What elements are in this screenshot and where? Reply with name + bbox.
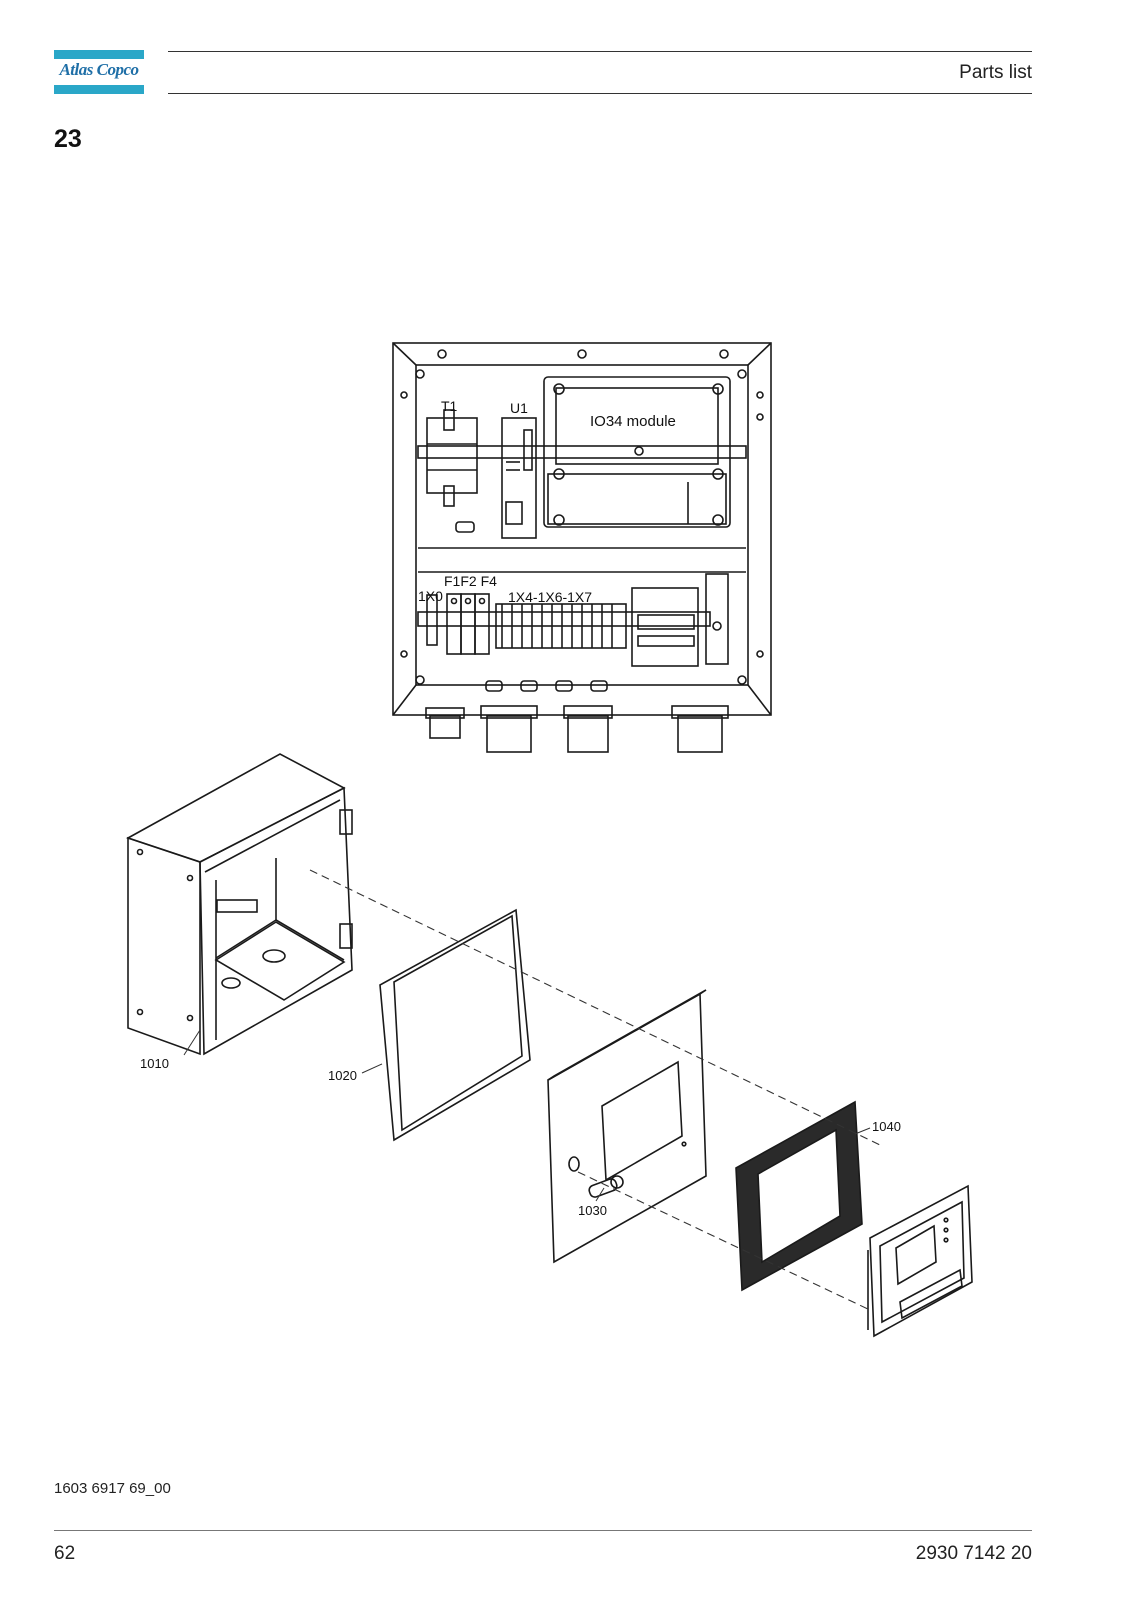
callout-1040: 1040 (872, 1119, 901, 1134)
adhesive-gasket-1040 (735, 1100, 863, 1292)
drawing-code: 1603 6917 69_00 (54, 1480, 171, 1497)
door-1030 (547, 989, 707, 1264)
logo-bar-top (54, 50, 144, 59)
control-panel-view (392, 342, 772, 753)
page-number: 62 (54, 1543, 76, 1564)
footer-rule (54, 1530, 1032, 1531)
header-rule-bottom (168, 93, 1032, 94)
logo-bar-bottom (54, 85, 144, 94)
label-fuses: F1F2 F4 (444, 573, 497, 589)
logo-text: Atlas Copco (59, 60, 139, 79)
label-t1: T1 (441, 398, 458, 414)
callout-1020: 1020 (328, 1068, 357, 1083)
enclosure-1010 (126, 753, 353, 1056)
header-title: Parts list (959, 62, 1032, 83)
atlas-copco-logo: Atlas Copco (54, 50, 144, 94)
label-u1: U1 (510, 400, 528, 416)
controller-module (867, 1184, 973, 1338)
gasket-1020 (379, 908, 531, 1142)
label-1x0: 1X0 (418, 588, 443, 604)
label-io34-module: IO34 module (590, 413, 676, 430)
header-rule-top (168, 51, 1032, 52)
section-number: 23 (54, 125, 82, 153)
callout-1030: 1030 (578, 1203, 607, 1218)
document-number: 2930 7142 20 (915, 1543, 1032, 1564)
label-terminals: 1X4-1X6-1X7 (508, 589, 592, 605)
callout-1010: 1010 (140, 1056, 169, 1071)
